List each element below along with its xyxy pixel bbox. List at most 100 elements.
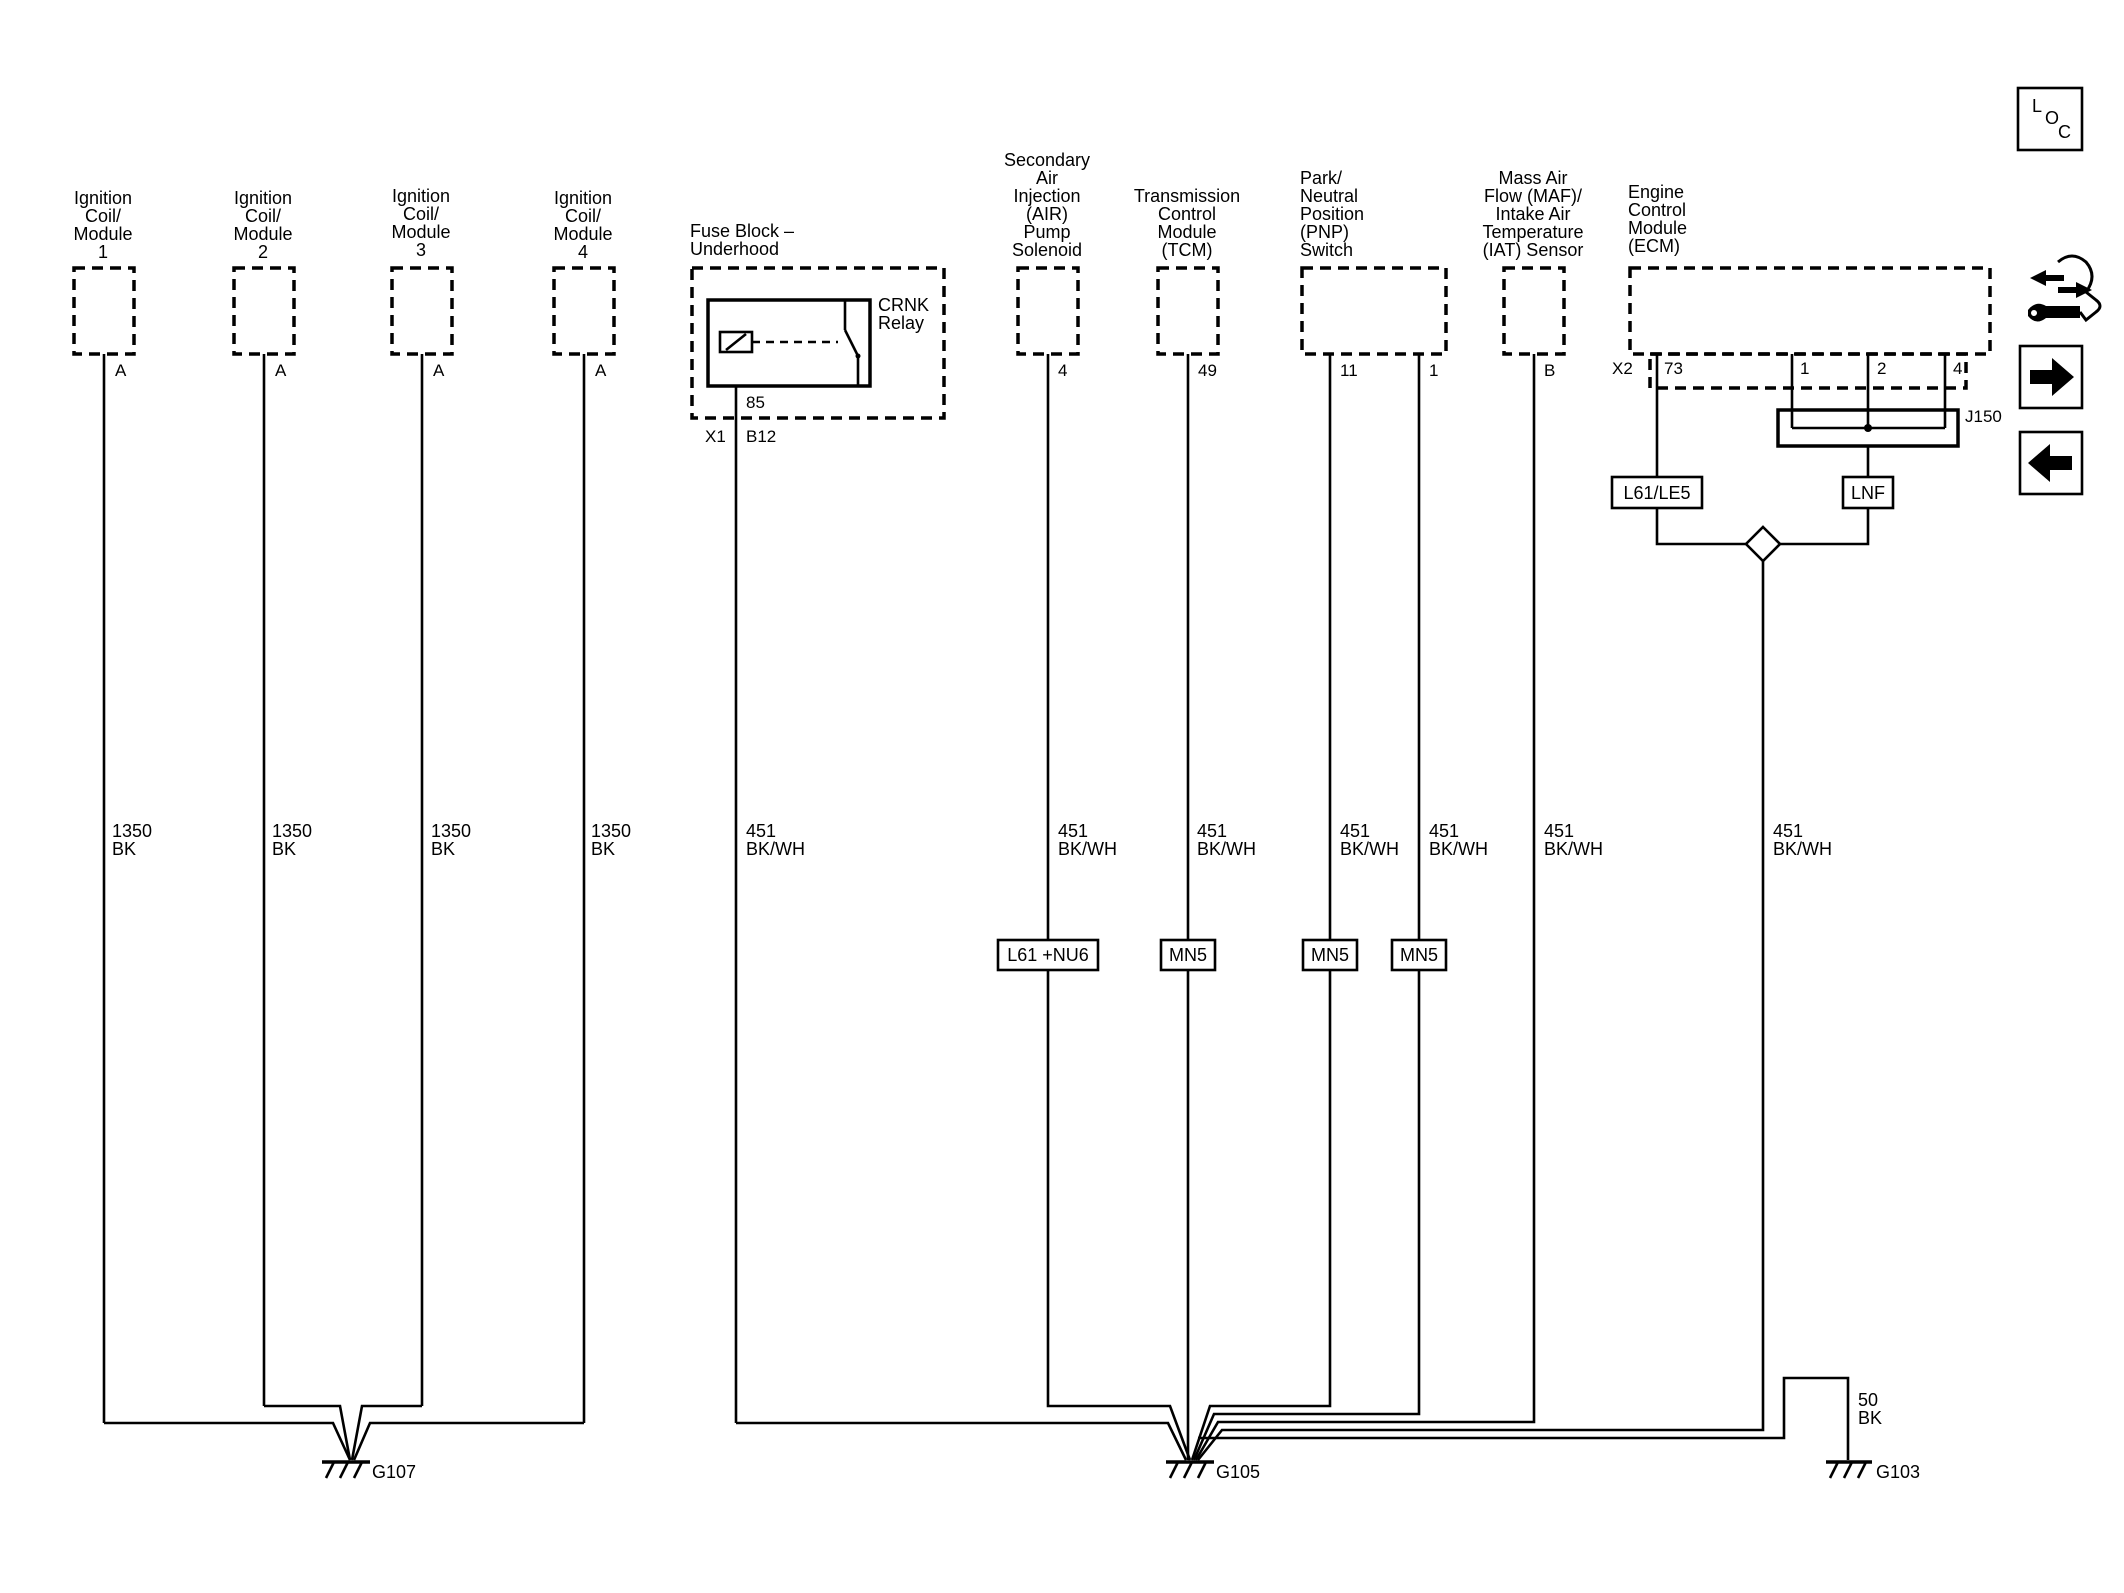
- coil2-component-box: [232, 266, 296, 356]
- g105-ground-tick-3: [1196, 1461, 1208, 1479]
- coil1-label-line4: 1: [98, 242, 108, 262]
- coil1-pin: A: [115, 361, 127, 380]
- pnp-wire-11-circuit: 451: [1340, 821, 1370, 841]
- ecm-option-splice-diamond: [1744, 525, 1782, 563]
- tcm-label-line1: Transmission: [1134, 186, 1240, 206]
- g103-wire: [1198, 1376, 1850, 1460]
- air-option-box: [996, 938, 1100, 972]
- air-wire: [1046, 354, 1192, 1461]
- g105-ground-tick-2: [1182, 1461, 1194, 1479]
- fuse-block-color: BK/WH: [746, 839, 805, 859]
- fuse-block-label-line1: Fuse Block –: [690, 221, 794, 241]
- air-label-line5: Pump: [1023, 222, 1070, 242]
- air-circuit: 451: [1058, 821, 1088, 841]
- maf-label-line3: Intake Air: [1495, 204, 1570, 224]
- coil3-pin: A: [433, 361, 445, 380]
- j150-splice-dot: [1864, 424, 1872, 432]
- pnp-wire-11: [1190, 354, 1332, 1461]
- ecm-component-box: [1628, 266, 1992, 356]
- tcm-option-box: [1159, 938, 1217, 972]
- coil2-pin: A: [275, 361, 287, 380]
- ecm-pin-73: 73: [1664, 359, 1683, 378]
- air-label-line4: (AIR): [1026, 204, 1068, 224]
- coil2-label-line3: Module: [233, 224, 292, 244]
- ignition-coil-module-3: Ignition Coil/ Module 3 A 1350 BK: [390, 186, 471, 1406]
- coil1-label-line1: Ignition: [74, 188, 132, 208]
- transmission-control-module: Transmission Control Module (TCM) 49 451…: [1134, 186, 1256, 1460]
- g107-label: G107: [372, 1462, 416, 1482]
- coil1-color: BK: [112, 839, 136, 859]
- ecm-option-label-l61-le5: L61/LE5: [1623, 483, 1690, 503]
- fuse-block-circuit: 451: [746, 821, 776, 841]
- ecm-pin-1: 1: [1800, 359, 1809, 378]
- j150-label: J150: [1965, 407, 2002, 426]
- g107-ground-tick-1: [324, 1461, 336, 1479]
- crnk-relay-contact-dot: [855, 353, 861, 359]
- ecm-circuit: 451: [1773, 821, 1803, 841]
- g107-bus-left: [104, 1421, 352, 1461]
- crnk-relay-switch-arm: [843, 329, 860, 357]
- loc-icon-letter-c: C: [2058, 122, 2071, 142]
- coil4-component-box: [552, 266, 616, 356]
- ecm-label-line4: (ECM): [1628, 236, 1680, 256]
- connector-view-button[interactable]: [2028, 254, 2102, 323]
- air-label-line1: Secondary: [1004, 150, 1090, 170]
- connector-view-icon: [2028, 254, 2102, 323]
- g105-bus-fuse-block: [736, 1421, 1188, 1461]
- ecm-l61-le5-to-splice: [1655, 508, 1746, 546]
- ecm-label-line2: Control: [1628, 200, 1686, 220]
- g103-ground-tick-3: [1856, 1461, 1868, 1479]
- tcm-color: BK/WH: [1197, 839, 1256, 859]
- loc-button[interactable]: L O C: [2016, 86, 2084, 152]
- coil4-label-line1: Ignition: [554, 188, 612, 208]
- coil2-label-line1: Ignition: [234, 188, 292, 208]
- previous-page-button[interactable]: [2018, 430, 2084, 496]
- ecm-connector-x2: X2: [1612, 359, 1633, 378]
- pnp-label-line3: Position: [1300, 204, 1364, 224]
- g107-bus-right: [352, 1421, 584, 1461]
- air-label-line6: Solenoid: [1012, 240, 1082, 260]
- coil1-circuit: 1350: [112, 821, 152, 841]
- pnp-pin-11: 11: [1340, 361, 1358, 380]
- ecm-label-line1: Engine: [1628, 182, 1684, 202]
- pnp-label-line1: Park/: [1300, 168, 1342, 188]
- coil2-label-line2: Coil/: [245, 206, 281, 226]
- park-neutral-position-switch: Park/ Neutral Position (PNP) Switch 11 1…: [1190, 168, 1488, 1461]
- ecm-pin-4: 4: [1953, 359, 1962, 378]
- g103-color: BK: [1858, 1408, 1882, 1428]
- engine-control-module: Engine Control Module (ECM) X2 73 1 2 4 …: [1196, 182, 2002, 1461]
- maf-iat-sensor: Mass Air Flow (MAF)/ Intake Air Temperat…: [1194, 168, 1603, 1461]
- coil2-label-line4: 2: [258, 242, 268, 262]
- coil3-label-line3: Module: [391, 222, 450, 242]
- coil1-label-line2: Coil/: [85, 206, 121, 226]
- ground-g105: G105: [736, 1421, 1260, 1482]
- crnk-relay-coil-slash: [725, 332, 747, 352]
- g107-ground-tick-2: [338, 1461, 350, 1479]
- fuse-block-underhood: Fuse Block – Underhood CRNK Relay 85 X1 …: [690, 221, 946, 1423]
- next-page-button[interactable]: [2018, 344, 2084, 410]
- air-component-box: [1016, 266, 1080, 356]
- pnp-wire-1: [1192, 354, 1421, 1461]
- g107-ground-tick-3: [352, 1461, 364, 1479]
- air-label-line2: Air: [1036, 168, 1058, 188]
- ecm-option-label-lnf: LNF: [1851, 483, 1885, 503]
- coil2-color: BK: [272, 839, 296, 859]
- pnp-wire-11-color: BK/WH: [1340, 839, 1399, 859]
- tcm-component-box: [1156, 266, 1220, 356]
- loc-icon-letter-o: O: [2045, 108, 2059, 128]
- maf-label-line2: Flow (MAF)/: [1484, 186, 1582, 206]
- coil4-circuit: 1350: [591, 821, 631, 841]
- air-color: BK/WH: [1058, 839, 1117, 859]
- ignition-coil-module-1: Ignition Coil/ Module 1 A 1350 BK: [72, 188, 152, 1423]
- g107-bus-coil3: [350, 1404, 422, 1461]
- maf-circuit: 451: [1544, 821, 1574, 841]
- coil3-circuit: 1350: [431, 821, 471, 841]
- maf-pin: B: [1544, 361, 1555, 380]
- crnk-relay-label-line2: Relay: [878, 313, 924, 333]
- crnk-relay-label-line1: CRNK: [878, 295, 929, 315]
- ground-g103: 50 BK G103: [1198, 1376, 1920, 1482]
- loc-icon: [2016, 86, 2084, 152]
- coil2-circuit: 1350: [272, 821, 312, 841]
- ecm-ground-wire: [1196, 561, 1765, 1461]
